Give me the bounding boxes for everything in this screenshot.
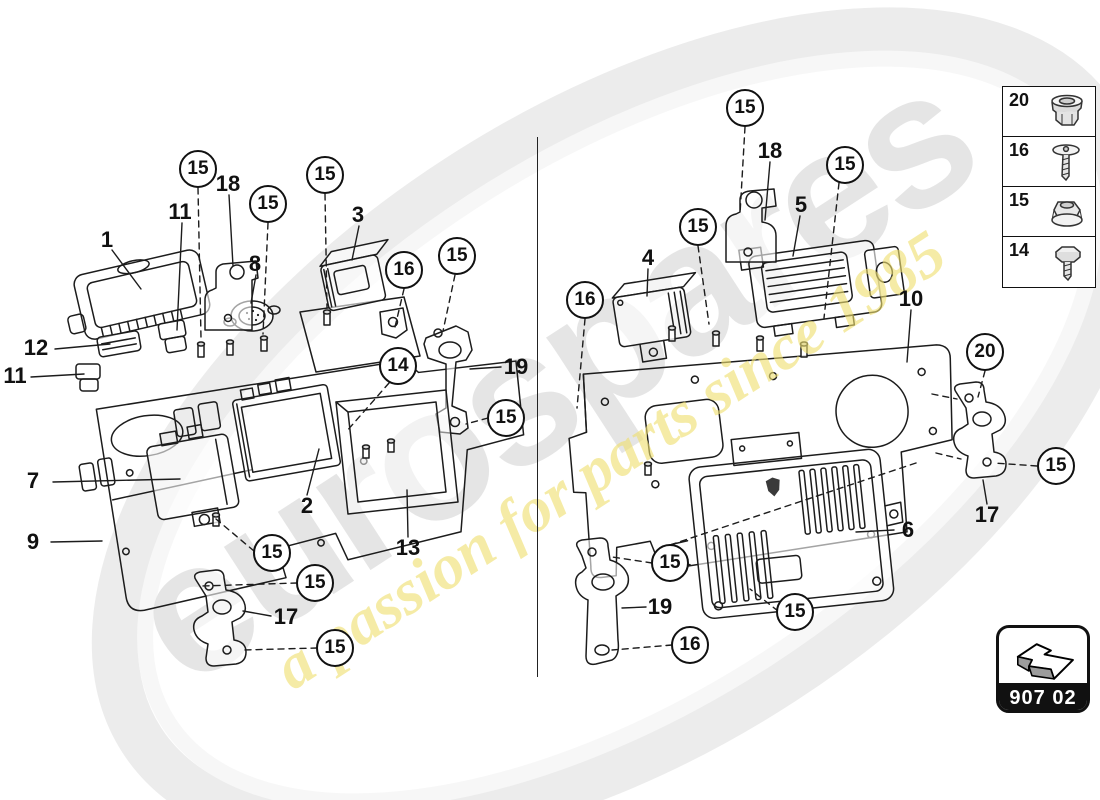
studs-right bbox=[643, 325, 809, 476]
callout-balloon[interactable]: 20 bbox=[966, 333, 1004, 371]
legend-row-15[interactable]: 15 bbox=[1003, 187, 1095, 237]
callout-balloon[interactable]: 15 bbox=[776, 593, 814, 631]
part-number-label[interactable]: 1 bbox=[100, 227, 114, 252]
part-number-label[interactable]: 11 bbox=[3, 363, 27, 388]
callout-balloon[interactable]: 15 bbox=[179, 150, 217, 188]
control-unit-2 bbox=[231, 376, 342, 482]
part-number-label[interactable]: 13 bbox=[395, 535, 421, 560]
part-number-label[interactable]: 2 bbox=[300, 493, 314, 518]
bracket-17-right bbox=[952, 381, 1007, 479]
callout-balloon[interactable]: 15 bbox=[1037, 447, 1075, 485]
page-code: 907 02 bbox=[999, 683, 1087, 710]
callout-balloon[interactable]: 15 bbox=[679, 208, 717, 246]
callout-balloon[interactable]: 15 bbox=[651, 544, 689, 582]
callout-balloon[interactable]: 15 bbox=[438, 237, 476, 275]
legend-row-16[interactable]: 16 bbox=[1003, 137, 1095, 187]
hex-bolt-icon bbox=[1037, 240, 1093, 284]
callout-balloon[interactable]: 15 bbox=[306, 156, 344, 194]
bracket-18-left bbox=[204, 260, 259, 331]
page-code-badge: 907 02 bbox=[996, 625, 1090, 713]
legend-part-number: 15 bbox=[1009, 190, 1030, 210]
clip-11-upper bbox=[157, 319, 188, 354]
part-number-label[interactable]: 4 bbox=[641, 245, 655, 270]
legend-part-number: 16 bbox=[1009, 140, 1030, 160]
callout-balloon[interactable]: 16 bbox=[671, 626, 709, 664]
part-number-label[interactable]: 9 bbox=[26, 529, 40, 554]
part-number-label[interactable]: 12 bbox=[23, 335, 49, 360]
callout-balloon[interactable]: 15 bbox=[253, 534, 291, 572]
part-number-label[interactable]: 5 bbox=[794, 192, 808, 217]
direction-arrow-icon bbox=[999, 628, 1087, 683]
studs-left bbox=[196, 309, 396, 527]
callout-balloon[interactable]: 15 bbox=[316, 629, 354, 667]
cap-nut-icon bbox=[1037, 90, 1093, 134]
flange-nut-icon bbox=[1037, 190, 1093, 234]
bracket-17-left bbox=[192, 569, 247, 667]
lamborghini-shield-icon bbox=[765, 477, 780, 497]
callout-balloon[interactable]: 15 bbox=[296, 564, 334, 602]
part-number-label[interactable]: 19 bbox=[647, 594, 673, 619]
legend-part-number: 14 bbox=[1009, 240, 1030, 260]
fastener-dash-lines bbox=[197, 126, 1038, 651]
part-number-label[interactable]: 7 bbox=[26, 468, 40, 493]
part-number-label[interactable]: 8 bbox=[248, 251, 262, 276]
rubber-mount-12 bbox=[96, 330, 142, 358]
callout-balloon[interactable]: 15 bbox=[726, 89, 764, 127]
leader-lines bbox=[30, 161, 988, 617]
part-number-label[interactable]: 19 bbox=[503, 354, 529, 379]
callout-balloon[interactable]: 15 bbox=[826, 146, 864, 184]
callout-balloon[interactable]: 16 bbox=[566, 281, 604, 319]
pan-screw-icon bbox=[1037, 140, 1093, 184]
legend-part-number: 20 bbox=[1009, 90, 1030, 110]
control-unit-1 bbox=[67, 249, 211, 340]
callout-balloon[interactable]: 15 bbox=[487, 399, 525, 437]
bracket-18-right bbox=[725, 188, 777, 263]
view-divider bbox=[537, 137, 538, 677]
legend-row-14[interactable]: 14 bbox=[1003, 237, 1095, 287]
bracket-19-left bbox=[423, 325, 473, 435]
control-unit-7 bbox=[146, 423, 240, 528]
part-number-label[interactable]: 10 bbox=[898, 286, 924, 311]
part-number-label[interactable]: 18 bbox=[757, 138, 783, 163]
legend-row-20[interactable]: 20 bbox=[1003, 87, 1095, 137]
part-number-label[interactable]: 6 bbox=[901, 517, 915, 542]
part-number-label[interactable]: 17 bbox=[974, 502, 1000, 527]
callout-balloon[interactable]: 14 bbox=[379, 347, 417, 385]
control-unit-6 bbox=[671, 431, 904, 620]
part-number-label[interactable]: 17 bbox=[273, 604, 299, 629]
clip-11-lower bbox=[75, 363, 101, 392]
cover-13 bbox=[335, 389, 459, 515]
callout-balloon[interactable]: 15 bbox=[249, 185, 287, 223]
bracket-19-right bbox=[574, 537, 630, 666]
part-number-label[interactable]: 18 bbox=[215, 171, 241, 196]
callout-balloon[interactable]: 16 bbox=[385, 251, 423, 289]
part-number-label[interactable]: 3 bbox=[351, 202, 365, 227]
relay-4 bbox=[611, 271, 697, 363]
fastener-legend: 20 16 bbox=[1002, 86, 1096, 288]
part-number-label[interactable]: 11 bbox=[168, 199, 192, 224]
